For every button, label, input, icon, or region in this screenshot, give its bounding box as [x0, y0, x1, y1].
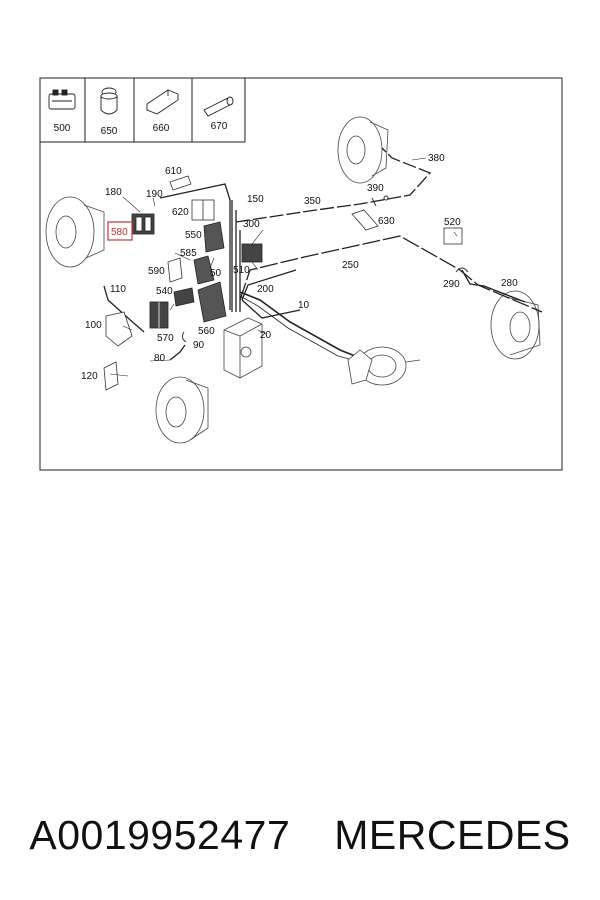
callout-120: 120 — [81, 371, 98, 382]
front-left-brake-disc — [45, 196, 105, 268]
wiring-harness — [103, 147, 543, 361]
callout-280: 280 — [501, 278, 518, 289]
callout-290: 290 — [443, 279, 460, 290]
callout-labels: 610 180 190 620 150 580 550 585 590 540 … — [81, 153, 518, 382]
connector-610 — [169, 175, 192, 191]
callout-570: 570 — [157, 333, 174, 344]
legend-label-660: 660 — [153, 123, 170, 134]
connector-560 — [197, 281, 227, 323]
clip-290 — [455, 267, 469, 273]
callout-520: 520 — [444, 217, 461, 228]
callout-540: 540 — [156, 286, 173, 297]
legend-row — [40, 78, 246, 143]
callout-550: 550 — [185, 230, 202, 241]
hex-sleeve-icon — [146, 89, 179, 115]
connector-590 — [167, 257, 183, 283]
connector-520 — [443, 227, 463, 245]
callout-630: 630 — [378, 216, 395, 227]
callout-10: 10 — [298, 300, 310, 311]
connector-580-group — [131, 213, 155, 235]
callout-580: 580 — [111, 227, 128, 238]
clip-90 — [181, 331, 187, 343]
tube-sleeve-icon — [203, 96, 234, 117]
highlight-box-580 — [107, 221, 133, 241]
callout-380: 380 — [428, 153, 445, 164]
callout-510: 510 — [233, 265, 250, 276]
connector-540 — [173, 287, 195, 307]
callout-585: 585 — [180, 248, 197, 259]
callout-190: 190 — [146, 189, 163, 200]
clip-390 — [371, 195, 389, 207]
sensor-100 — [105, 311, 133, 347]
connector-plug-icon — [48, 89, 76, 110]
callout-90: 90 — [193, 340, 205, 351]
callout-300: 300 — [243, 219, 260, 230]
callout-350: 350 — [304, 196, 321, 207]
callout-250: 250 — [342, 260, 359, 271]
callout-110: 110 — [110, 284, 126, 295]
brake-booster — [347, 346, 421, 386]
leader-lines — [109, 157, 458, 377]
callout-20: 20 — [260, 330, 272, 341]
rear-left-brake-disc — [337, 116, 389, 184]
bracket-120 — [103, 361, 119, 391]
callout-180: 180 — [105, 187, 122, 198]
callout-560: 560 — [198, 326, 215, 337]
legend-label-500: 500 — [54, 123, 71, 134]
callout-620: 620 — [172, 207, 189, 218]
callout-390: 390 — [367, 183, 384, 194]
legend-label-650: 650 — [101, 126, 118, 137]
connector-630 — [351, 209, 379, 231]
legend-label-670: 670 — [211, 121, 228, 132]
hydraulic-unit — [223, 317, 263, 379]
brand-name: MERCEDES — [334, 811, 571, 858]
callout-100: 100 — [85, 320, 102, 331]
grommet-icon — [100, 87, 118, 115]
callout-610: 610 — [165, 166, 182, 177]
callout-50: 50 — [210, 268, 222, 279]
part-number: A0019952477 — [29, 811, 291, 858]
connector-570 — [149, 301, 169, 329]
caption: A0019952477 MERCEDES — [0, 800, 600, 870]
connector-550 — [203, 221, 225, 253]
connector-620 — [191, 199, 215, 221]
callout-150: 150 — [247, 194, 264, 205]
diagram-frame — [39, 77, 563, 471]
connector-585 — [193, 255, 215, 285]
callout-590: 590 — [148, 266, 165, 277]
front-right-brake-disc — [155, 376, 209, 444]
callout-80: 80 — [154, 353, 166, 364]
connector-510 — [241, 243, 263, 263]
callout-200: 200 — [257, 284, 274, 295]
